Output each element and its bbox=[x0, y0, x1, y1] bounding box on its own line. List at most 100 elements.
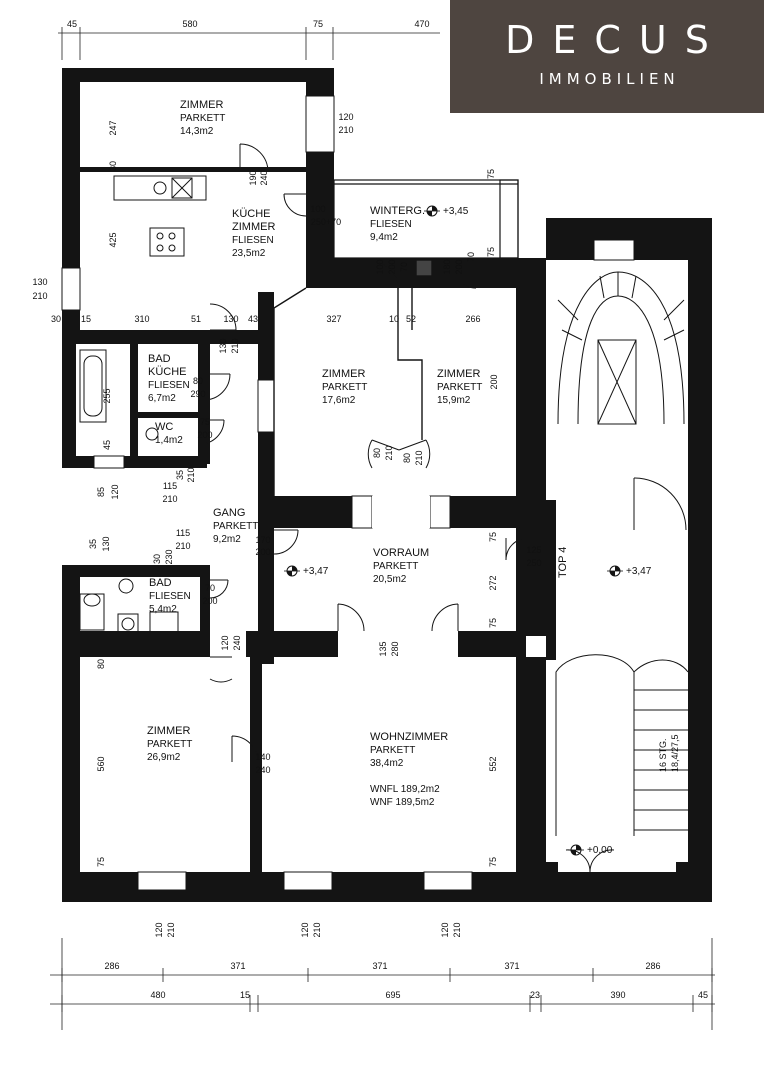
dimension-label: 255 bbox=[102, 388, 112, 403]
room-label-line: FLIESEN bbox=[149, 591, 191, 602]
room-label-line: PARKETT bbox=[373, 561, 418, 572]
dimension-label: 45 bbox=[698, 990, 708, 1000]
level-value: +3,47 bbox=[626, 566, 652, 577]
room-label-line: WINTERG. bbox=[370, 205, 425, 217]
dimension-label: 210 bbox=[32, 291, 47, 301]
dimension-label: 200 bbox=[489, 374, 499, 389]
room-label-line: FLIESEN bbox=[232, 235, 274, 246]
dimension-label: 200 bbox=[197, 430, 212, 440]
dimension-label: 390 bbox=[610, 990, 625, 1000]
dimension-label: 580 bbox=[182, 19, 197, 29]
room-label-line: 15,9m2 bbox=[437, 395, 471, 406]
dimension-label: 200 bbox=[387, 259, 397, 274]
room-label-line: 5,4m2 bbox=[149, 604, 177, 615]
room-label-line: GANG bbox=[213, 507, 245, 519]
staircase-upper bbox=[557, 271, 685, 425]
dimension-label: 552 bbox=[488, 756, 498, 771]
windows bbox=[61, 95, 635, 891]
room-label-line: ZIMMER bbox=[232, 221, 275, 233]
dimension-label: 230 bbox=[164, 549, 174, 564]
stair-label-line2: 18,4/27,5 bbox=[670, 734, 680, 772]
dimension-label: 75 bbox=[200, 417, 210, 427]
dimension-label: 30 bbox=[51, 314, 61, 324]
dimension-label: 130 bbox=[218, 338, 228, 353]
dimension-label: 250+70 bbox=[311, 217, 341, 227]
dimension-label: 210 bbox=[338, 125, 353, 135]
dimension-lines bbox=[50, 27, 715, 1030]
level-value: +3,45 bbox=[443, 206, 469, 217]
dimension-label: 75 bbox=[486, 247, 496, 257]
room-label-line: 6,7m2 bbox=[148, 393, 176, 404]
dimension-label: 75 bbox=[488, 532, 498, 542]
dimension-label: 240 bbox=[259, 170, 269, 185]
dimension-label: 327 bbox=[326, 314, 341, 324]
room-label-line: ZIMMER bbox=[180, 99, 223, 111]
dimension-label: 120 bbox=[300, 922, 310, 937]
partitions bbox=[273, 259, 433, 496]
decus-logo: DECUS IMMOBILIEN bbox=[450, 0, 764, 113]
level-value: +3,47 bbox=[303, 566, 329, 577]
dimension-label: 135 bbox=[378, 641, 388, 656]
room-wc: WC 1,4m2 bbox=[155, 421, 183, 446]
dimension-label: 210 bbox=[452, 922, 462, 937]
dimension-label: 130 bbox=[223, 314, 238, 324]
bathroom-fixtures bbox=[79, 349, 179, 635]
top-label: TOP 4 bbox=[557, 547, 569, 578]
room-label-line: PARKETT bbox=[437, 382, 482, 393]
dimension-label: 310 bbox=[134, 314, 149, 324]
dimension-label: 210 bbox=[230, 338, 240, 353]
level-markers: +3,45+3,47+3,47+0,00 bbox=[284, 205, 652, 856]
dimension-label: 75 bbox=[486, 169, 496, 179]
dimension-label: 250 bbox=[526, 558, 541, 568]
dimension-label: 240 bbox=[255, 765, 270, 775]
dimension-label: 115 bbox=[163, 481, 177, 491]
dimension-label: 100 bbox=[375, 259, 385, 274]
dimension-label: 170 bbox=[255, 535, 270, 545]
dimension-label: 210 bbox=[175, 541, 190, 551]
dimension-label: 75 bbox=[488, 857, 498, 867]
dimension-label: 120 bbox=[440, 922, 450, 937]
room-label-line: 1,4m2 bbox=[155, 435, 183, 446]
dimension-label: 280 bbox=[390, 641, 400, 656]
stair-label-line1: 16 STG. bbox=[658, 738, 668, 772]
room-label-line: WC bbox=[155, 421, 173, 433]
dimension-label: 240 bbox=[232, 635, 242, 650]
dimension-label: 10 bbox=[389, 314, 399, 324]
dimension-label: 190 bbox=[248, 170, 258, 185]
level-marker: +3,47 bbox=[284, 565, 329, 577]
room-label-line: PARKETT bbox=[213, 521, 258, 532]
room-label-line: 17,6m2 bbox=[322, 395, 356, 406]
brand-name: DECUS bbox=[505, 18, 727, 62]
dimension-label: 70 bbox=[466, 252, 476, 262]
dimension-label: 85 bbox=[96, 487, 106, 497]
room-label-line: FLIESEN bbox=[370, 219, 412, 230]
dimension-label: 80 bbox=[193, 376, 203, 386]
dimension-label: 560 bbox=[96, 756, 106, 771]
kitchen-fixtures bbox=[113, 175, 207, 257]
room-label-line: KÜCHE bbox=[148, 366, 187, 378]
dimension-label: 210 bbox=[312, 922, 322, 937]
dimension-label: 120 bbox=[220, 635, 230, 650]
room-label-line: BAD bbox=[149, 577, 172, 589]
winter-garden bbox=[333, 179, 519, 259]
dimension-label: 80 bbox=[402, 453, 412, 463]
dimension-label: 695 bbox=[385, 990, 400, 1000]
dimension-label: 80 bbox=[96, 659, 106, 669]
room-label-line: 14,3m2 bbox=[180, 126, 214, 137]
dimension-label: 115 bbox=[176, 528, 190, 538]
dimension-label: 480 bbox=[150, 990, 165, 1000]
dimension-label: 290 bbox=[190, 389, 205, 399]
dimension-label: 425 bbox=[108, 232, 118, 247]
staircase-lower bbox=[555, 654, 689, 873]
dimension-label: 120 bbox=[110, 484, 120, 499]
room-label-line: 23,5m2 bbox=[232, 248, 266, 259]
